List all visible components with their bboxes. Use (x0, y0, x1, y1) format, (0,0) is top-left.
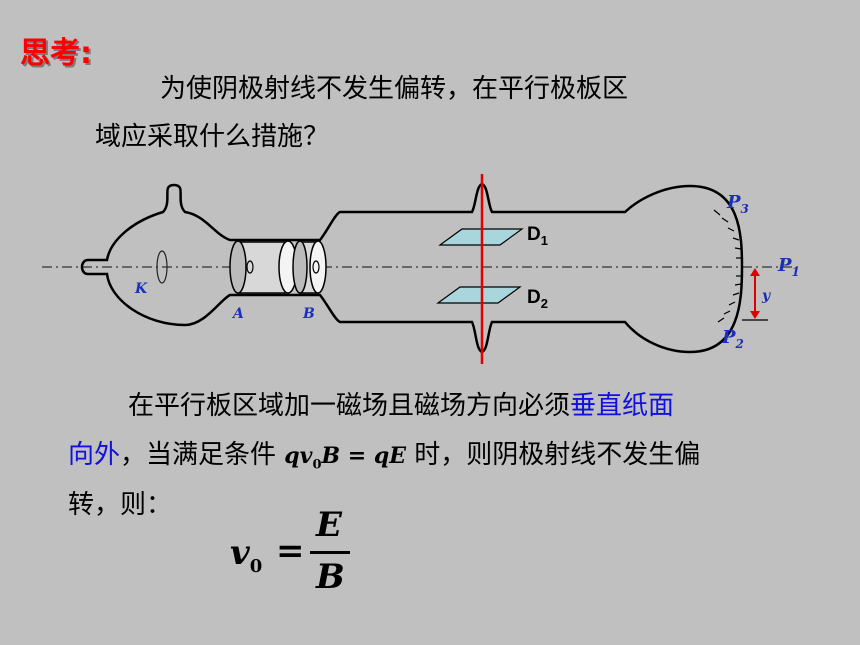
answer-line-1: 在平行板区域加一磁场且磁场方向必须垂直纸面 (128, 385, 674, 422)
tube-outline (80, 182, 744, 354)
question-line-2: 域应采取什么措施？ (95, 122, 330, 152)
label-b: B (302, 306, 315, 322)
plate-d2 (436, 286, 522, 304)
answer-text-1a: 在平行板区域加一磁场且磁场方向必须 (128, 391, 571, 421)
label-p2: P2 (721, 327, 744, 351)
screen-scale (713, 209, 742, 323)
label-a: A (231, 306, 244, 322)
formula-denominator: B (316, 557, 345, 597)
label-k: K (134, 281, 148, 297)
anode-a (229, 240, 298, 294)
fraction-bar (310, 551, 350, 554)
label-p1: P1 (777, 255, 800, 279)
formula-equals: = (276, 531, 305, 571)
question-line-1: 为使阴极射线不发生偏转，在平行极板区 (160, 74, 629, 104)
label-d2: D2 (527, 287, 548, 311)
answer-highlight-2: 向外 (68, 440, 121, 470)
velocity-formula: v0 = E B (230, 505, 360, 600)
anode-b (292, 240, 327, 294)
label-d1: D1 (527, 224, 548, 248)
label-y: y (761, 288, 771, 304)
answer-text-2b: ，当满足条件 (120, 440, 277, 470)
answer-line-2: 向外，当满足条件 qv0B = qE 时，则阴极射线不发生偏 (68, 434, 700, 472)
answer-text-2c: 时，则阴极射线不发生偏 (414, 440, 701, 470)
answer-highlight-1: 垂直纸面 (570, 391, 675, 421)
formula-numerator: E (316, 505, 342, 545)
answer-line-3: 转，则： (68, 490, 173, 520)
condition-equation: qv0B = qE (284, 443, 407, 473)
y-arrow (750, 268, 760, 319)
cathode-filament (156, 250, 168, 284)
formula-lhs: v0 (230, 533, 263, 577)
label-p3: P3 (726, 192, 749, 216)
cathode-ray-tube-diagram: K A B D1 D2 P3 P1 P2 y (42, 174, 800, 364)
slide-title: 思考: (20, 36, 92, 71)
